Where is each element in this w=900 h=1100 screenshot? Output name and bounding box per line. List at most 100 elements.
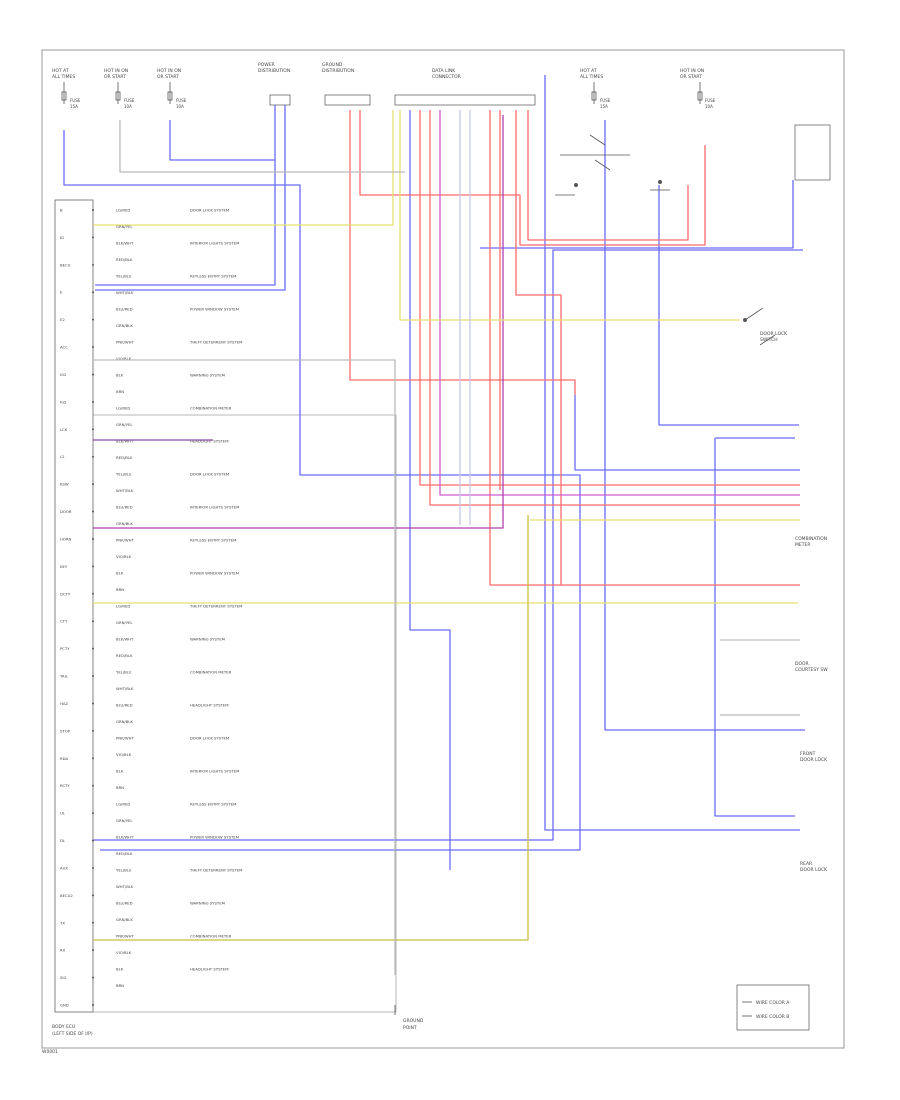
- module-pin-label: TAIL: [59, 674, 69, 679]
- wire-red-5: [429, 110, 800, 506]
- terminal-dot: [92, 236, 94, 239]
- legend: WIRE COLOR A WIRE COLOR B: [742, 1000, 790, 1020]
- module-pin-label: AUX: [60, 865, 68, 870]
- terminal-dot: [92, 729, 94, 732]
- legend-item-1: WIRE COLOR A: [756, 1000, 790, 1006]
- wire-red-2: [359, 110, 706, 246]
- terminal-dot: [92, 812, 94, 815]
- wire-color-label: LG/RED: [116, 802, 130, 807]
- terminal-dot: [92, 291, 94, 294]
- terminal-dot: [92, 647, 94, 650]
- wire-color-label: WHT/BLK: [116, 290, 134, 295]
- terminal-dot: [92, 428, 94, 431]
- system-label: INTERIOR LIGHTS SYSTEM: [190, 505, 239, 510]
- wire-color-label: YEL/BLU: [116, 274, 132, 279]
- fuse-label-2: FUSE: [124, 98, 135, 103]
- right-components: DOOR LOCK SWITCH COMBINATION METER DOOR …: [760, 331, 828, 873]
- terminal-dot: [92, 620, 94, 623]
- system-label: COMBINATION METER: [190, 406, 232, 411]
- wire-color-label: PNK/WHT: [116, 340, 135, 345]
- wire-color-label: BRN: [116, 389, 124, 394]
- module-pin-label: KEY: [60, 564, 68, 569]
- system-label: INTERIOR LIGHTS SYSTEM: [190, 241, 239, 246]
- system-label: INTERIOR LIGHTS SYSTEM: [190, 769, 239, 774]
- wire-red-8: [515, 110, 562, 585]
- legend-item-2: WIRE COLOR B: [756, 1014, 789, 1020]
- wire-color-label: BRN: [116, 983, 124, 988]
- module-pin-label: CTY: [60, 619, 68, 624]
- top-label-4: POWER: [258, 62, 275, 68]
- wire-blue-5: [480, 180, 794, 249]
- component-door-lock-switch-b: SWITCH: [760, 337, 778, 343]
- module-pin-label: BECU2: [60, 893, 73, 898]
- wire-color-label: BLU/RED: [116, 703, 133, 708]
- module-pin-label: ACC: [60, 345, 68, 350]
- module-pin-label: DOOR: [60, 509, 72, 514]
- wire-blue-10: [544, 75, 800, 831]
- terminal-dots: [92, 209, 94, 1006]
- top-label-2: HOT IN ON: [104, 68, 128, 74]
- wire-color-label: RED/BLK: [116, 851, 133, 856]
- system-label: KEYLESS ENTRY SYSTEM: [190, 538, 236, 543]
- module-pin-label: DL: [60, 838, 66, 843]
- wire-blue-1: [63, 130, 581, 851]
- terminal-dot: [92, 894, 94, 897]
- system-label: THEFT DETERRENT SYSTEM: [189, 868, 242, 873]
- wire-color-label: GRN/BLK: [116, 719, 133, 724]
- bottom-ground-label-b: POINT: [403, 1025, 417, 1031]
- module-pin-label: SIG: [60, 975, 67, 980]
- module-pin-label: PCTY: [60, 646, 70, 651]
- diagram-border: [41, 49, 845, 1049]
- terminal-dot: [92, 400, 94, 403]
- terminal-dot: [92, 565, 94, 568]
- top-label-1b: ALL TIMES: [52, 74, 75, 80]
- module-caption-2: (LEFT SIDE OF I/P): [52, 1031, 93, 1037]
- module-caption-1: BODY ECU: [52, 1024, 75, 1030]
- wire-yellow-2: [399, 110, 740, 321]
- wire-color-label: GRN/YEL: [116, 422, 133, 427]
- wire-magenta-2: [93, 115, 504, 529]
- wire-color-label: BLK: [116, 967, 124, 972]
- wire-color-label: BLK: [116, 769, 124, 774]
- wire-color-label: BLK/WHT: [116, 439, 134, 444]
- module-pin-label: E2: [60, 317, 65, 322]
- fuse-label-5b: 10A: [705, 104, 713, 109]
- wire-red-1: [349, 110, 576, 395]
- fuse-symbols: [61, 82, 703, 104]
- component-door-courtesy: DOOR: [795, 661, 809, 667]
- fuse-label-4: FUSE: [600, 98, 611, 103]
- wire-grey-3: [93, 359, 396, 975]
- footer-code: W0001: [42, 1049, 58, 1055]
- fuse-label-3: FUSE: [176, 98, 187, 103]
- wire-color-label: PNK/WHT: [116, 934, 135, 939]
- module-pin-label: LCK: [60, 427, 68, 432]
- component-combination-meter-b: METER: [795, 542, 810, 548]
- module-wire-labels: LG/RED DOOR LOCK SYSTEM GRN/YEL BLK/WHT INTE…: [116, 208, 242, 989]
- component-combination-meter: COMBINATION: [795, 536, 827, 542]
- system-label: HEADLIGHT SYSTEM: [190, 703, 228, 708]
- top-label-8: HOT IN ON: [680, 68, 704, 74]
- fuse-labels: FUSE 15A FUSE 10A FUSE 10A FUSE 15A FUSE…: [70, 98, 716, 109]
- system-label: COMBINATION METER: [190, 934, 232, 939]
- wire-color-label: BLU/RED: [116, 505, 133, 510]
- wire-red-4: [419, 110, 800, 486]
- wire-color-label: BLK/WHT: [116, 835, 134, 840]
- module-pin-label: DCTY: [60, 591, 71, 596]
- system-label: DOOR LOCK SYSTEM: [190, 472, 229, 477]
- system-label: COMBINATION METER: [190, 670, 232, 675]
- system-label: POWER WINDOW SYSTEM: [190, 835, 239, 840]
- wire-blue-7: [714, 437, 795, 817]
- wire-color-label: VIO/BLK: [116, 554, 132, 559]
- fuse-label-5: FUSE: [705, 98, 716, 103]
- module-pin-label: HAZ: [60, 701, 68, 706]
- terminal-dot: [92, 373, 94, 376]
- module-pin-labels: BIGBECUEE2ACCIG2IGSLCKL2KSWDOORHORNKEYDC…: [59, 208, 73, 1008]
- system-label: THEFT DETERRENT SYSTEM: [189, 604, 242, 609]
- module-pin-label: RX: [60, 948, 66, 953]
- wire-color-label: YEL/BLU: [116, 472, 132, 477]
- top-label-3: HOT IN ON: [157, 68, 181, 74]
- wire-color-label: VIO/BLK: [116, 356, 132, 361]
- system-label: KEYLESS ENTRY SYSTEM: [190, 802, 236, 807]
- wire-color-label: BLU/RED: [116, 901, 133, 906]
- terminal-dot: [92, 839, 94, 842]
